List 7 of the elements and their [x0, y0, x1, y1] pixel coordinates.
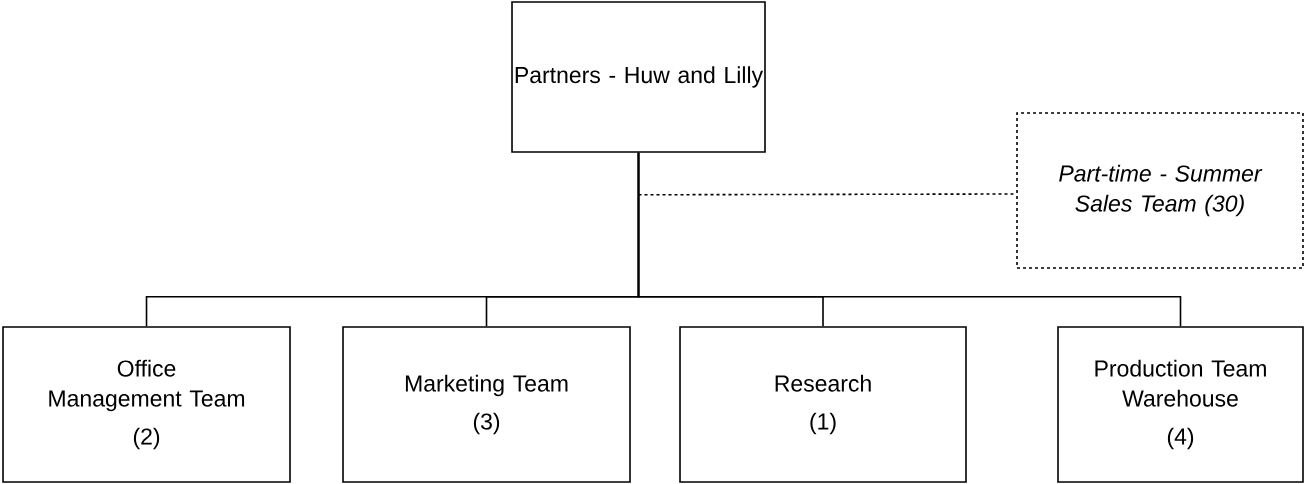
org-box: Partners - Huw and Lilly	[511, 1, 766, 153]
org-box: Marketing Team (3)	[342, 326, 631, 483]
dashed-box: Part-time - Summer Sales Team (30)	[1016, 112, 1304, 269]
org-box: Production Team Warehouse (4)	[1057, 326, 1304, 483]
connector	[637, 152, 1182, 327]
org-box: Research (1)	[679, 326, 967, 483]
org-box: Office Management Team (2)	[2, 326, 291, 483]
